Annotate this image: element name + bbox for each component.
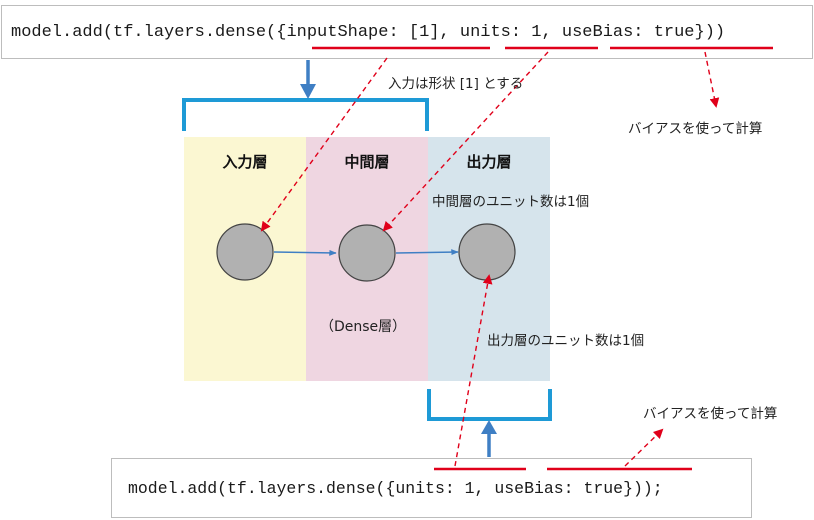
note-output-units: 出力層のユニット数は1個 — [487, 333, 645, 349]
connection-hidden-output — [395, 249, 459, 256]
output-node — [458, 223, 516, 281]
callout-input-shape-arrow — [260, 57, 388, 232]
note-dense-layer: （Dense層） — [320, 319, 407, 335]
top-down-arrow-head — [300, 84, 316, 99]
hidden-layer-title: 中間層 — [344, 153, 390, 171]
output-layer-title: 出力層 — [466, 153, 512, 171]
note-input-shape: 入力は形状 [1] とする — [388, 76, 524, 92]
note-bias-bottom: バイアスを使って計算 — [643, 406, 778, 422]
bottom-bracket — [427, 389, 552, 421]
top-bracket — [182, 98, 429, 131]
hidden-node — [338, 224, 396, 282]
callout-usebias-top-arrow — [704, 51, 720, 108]
connection-input-hidden — [273, 249, 337, 256]
callout-units-bottom-arrow — [454, 274, 493, 467]
input-layer-title: 入力層 — [222, 153, 268, 171]
input-node — [216, 223, 274, 281]
callout-usebias-bottom-arrow — [624, 428, 664, 467]
note-hidden-units: 中間層のユニット数は1個 — [432, 194, 590, 210]
code-top: model.add(tf.layers.dense({inputShape: [… — [1, 5, 813, 59]
bottom-up-arrow-head — [481, 420, 497, 434]
note-bias-top: バイアスを使って計算 — [628, 121, 763, 137]
callout-units-top-arrow — [382, 51, 549, 232]
